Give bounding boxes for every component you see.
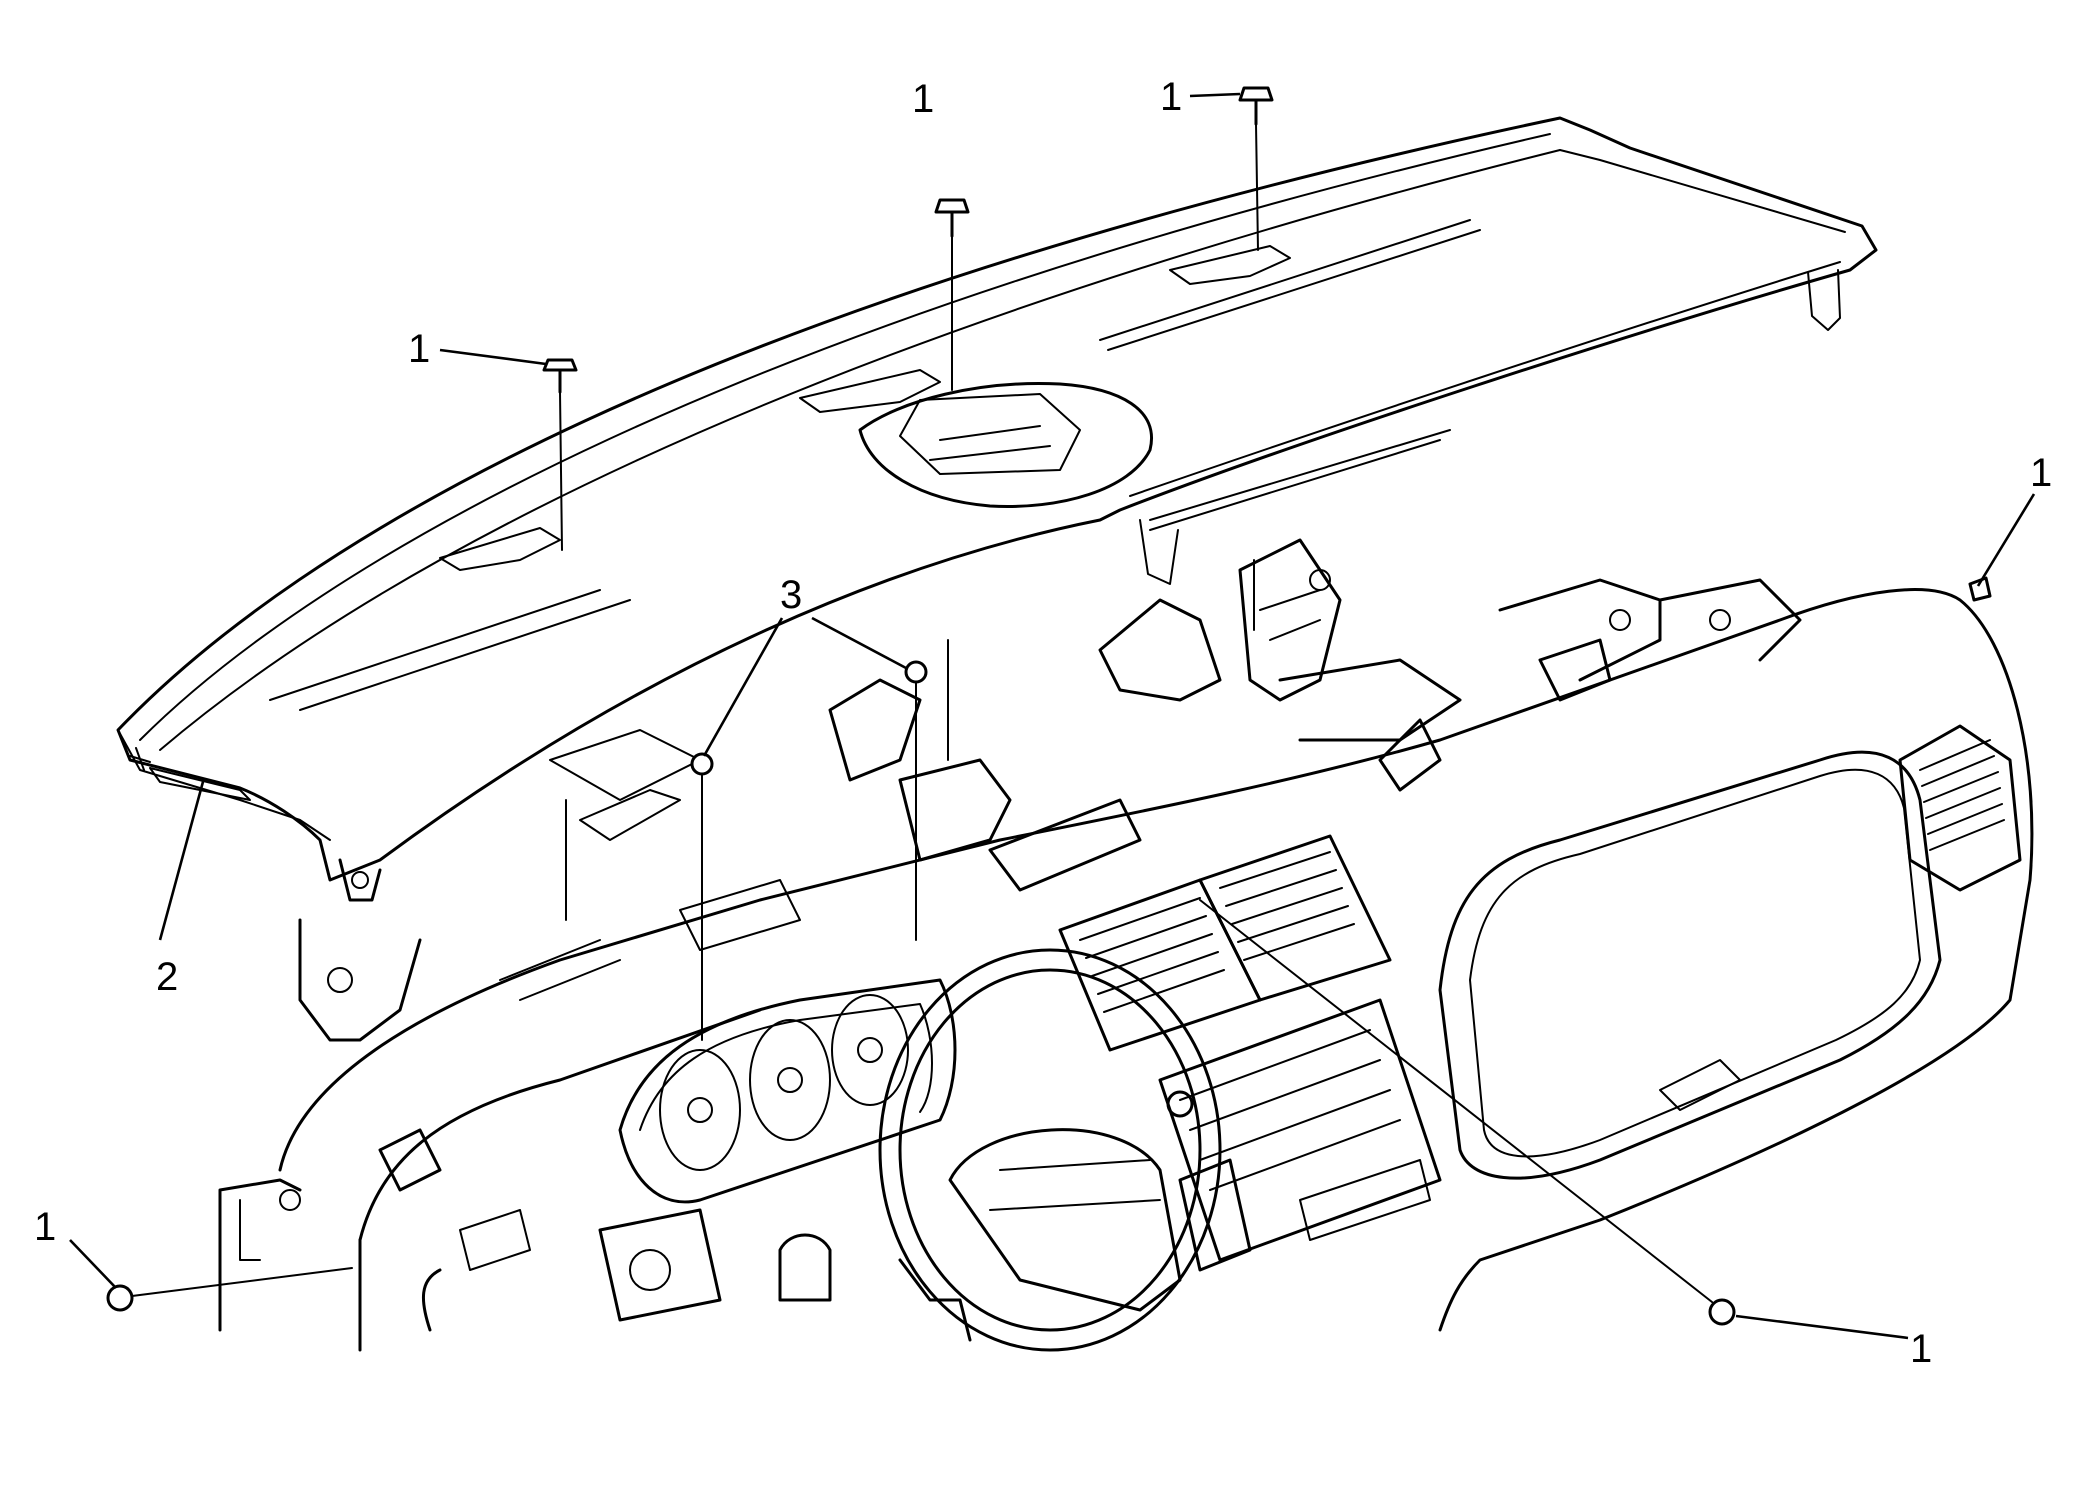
callout-1-lower-left: 1 [34, 1205, 56, 1249]
screw-lower-left [106, 1267, 353, 1312]
upper-trim-pad [116, 116, 1878, 902]
screw-top-middle [934, 198, 970, 391]
screw-top-right [1238, 86, 1274, 251]
screw-lower-right [1199, 899, 1736, 1326]
callout-1-top-right: 1 [1160, 75, 1182, 119]
callout-2-trim-pad: 2 [156, 955, 178, 999]
callout-labels: 1 1 1 1 1 1 2 3 [34, 75, 2052, 1371]
callout-1-top-left: 1 [408, 327, 430, 371]
retainer-clips [565, 559, 1255, 1041]
callout-leaders [69, 92, 2036, 1340]
callout-1-lower-right: 1 [1910, 1327, 1932, 1371]
callout-3-clips: 3 [780, 573, 802, 617]
callout-1-top-middle: 1 [912, 77, 934, 121]
instrument-panel-carrier [218, 538, 2034, 1352]
callout-1-right-side: 1 [2030, 451, 2052, 495]
fasteners [106, 86, 1992, 1326]
screw-top-left [542, 358, 578, 551]
